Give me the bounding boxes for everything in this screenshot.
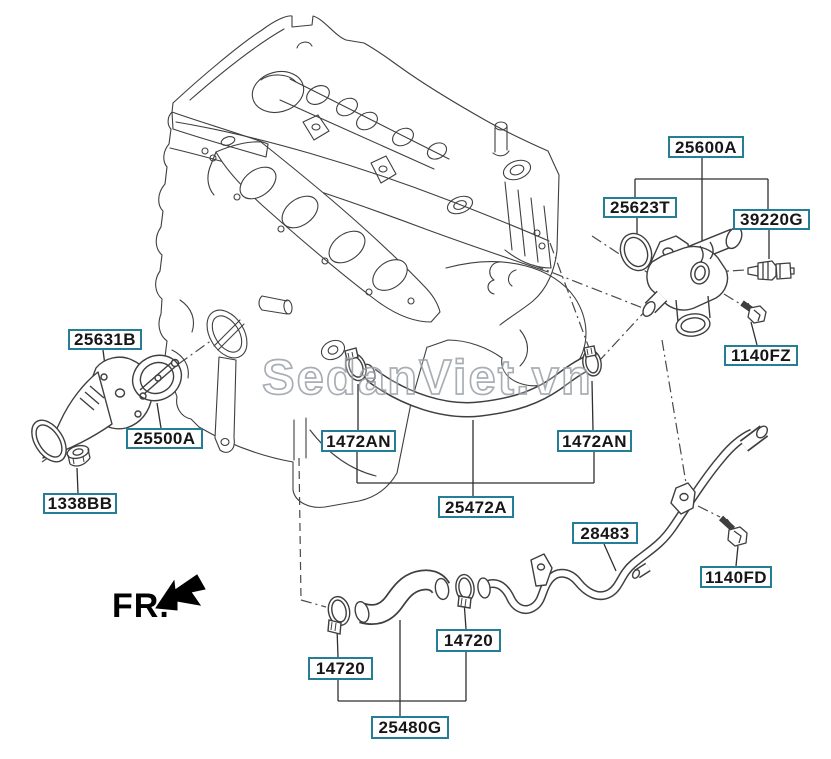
part-label-1472an-left[interactable]: 1472AN <box>321 430 396 452</box>
part-label-14720-right[interactable]: 14720 <box>436 629 501 652</box>
bolt-1140fz-illustration <box>740 300 767 324</box>
hose-clamp-1472an-right-illustration <box>582 345 602 377</box>
part-label-14720-left[interactable]: 14720 <box>308 657 373 680</box>
thermostat-housing-illustration <box>642 226 743 337</box>
part-label-25480g[interactable]: 25480G <box>371 716 449 739</box>
lower-hose-illustration <box>354 569 451 625</box>
part-label-25500a[interactable]: 25500A <box>126 428 203 449</box>
part-label-25472a[interactable]: 25472A <box>438 496 514 518</box>
hose-clamp-14720-left-illustration <box>327 595 351 635</box>
part-label-39220g[interactable]: 39220G <box>733 209 810 230</box>
coolant-temp-sensor-illustration <box>747 260 795 281</box>
o-ring-illustration <box>619 232 653 272</box>
part-label-28483[interactable]: 28483 <box>572 522 638 544</box>
bolt-1140fd-illustration <box>718 515 748 547</box>
part-label-25631b[interactable]: 25631B <box>68 329 142 350</box>
part-label-25600a[interactable]: 25600A <box>668 136 744 158</box>
part-label-1140fz[interactable]: 1140FZ <box>724 345 798 366</box>
upper-hose-illustration <box>362 354 594 418</box>
water-inlet-illustration <box>31 356 153 463</box>
engine-illustration <box>155 15 587 508</box>
part-label-1472an-right[interactable]: 1472AN <box>557 430 632 452</box>
part-label-1140fd[interactable]: 1140FD <box>700 566 772 588</box>
part-label-25623t[interactable]: 25623T <box>603 197 677 218</box>
front-direction-arrow <box>155 574 206 611</box>
part-label-1338bb[interactable]: 1338BB <box>43 493 117 514</box>
nut-illustration <box>66 444 91 467</box>
front-direction-label: FR. <box>112 587 170 625</box>
hose-clamp-1472an-left-illustration <box>344 347 367 382</box>
metal-pipe-illustration <box>477 425 769 614</box>
hose-clamp-14720-right-illustration <box>455 573 475 609</box>
watermark-text: SedanViet.vn <box>262 351 593 405</box>
thermostat-illustration <box>131 354 183 402</box>
